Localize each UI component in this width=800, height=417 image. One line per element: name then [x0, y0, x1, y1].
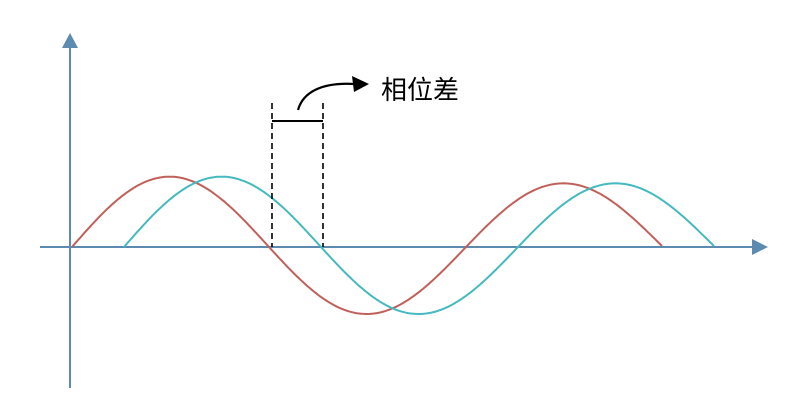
- red-sine-wave: [71, 175, 663, 315]
- teal-sine-wave: [123, 175, 715, 315]
- y-axis-arrowhead: [62, 33, 78, 48]
- x-axis-arrowhead: [752, 239, 768, 255]
- phase-difference-label: 相位差: [381, 76, 459, 106]
- curved-arrow-icon: [296, 76, 369, 111]
